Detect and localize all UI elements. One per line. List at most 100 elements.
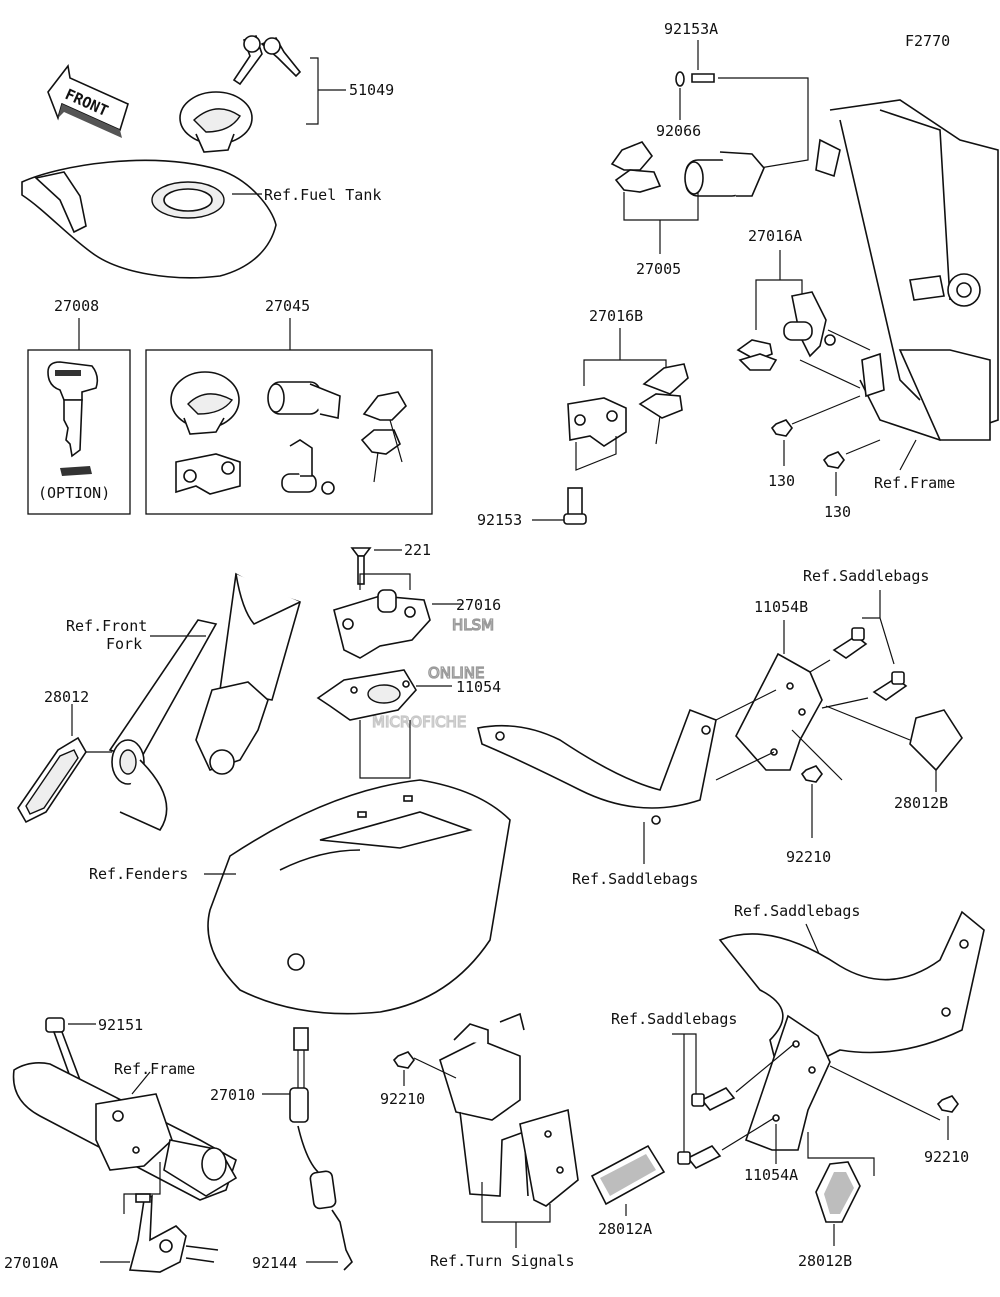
front-fork-illustration (108, 572, 301, 832)
label-28012: 28012 (44, 688, 89, 706)
key-27008-icon (47, 361, 99, 476)
leader-11054A-2 (735, 1043, 795, 1093)
label-92210-mid: 92210 (380, 1090, 425, 1108)
box-27008 (27, 349, 131, 515)
washer-92066-icon (675, 71, 685, 87)
label-221: 221 (404, 541, 431, 559)
leader-27016B-2 (575, 436, 617, 471)
leader-11054B-3 (715, 751, 775, 781)
leader-27005 (623, 192, 699, 221)
leader-92210-top-2 (791, 729, 843, 781)
leader-11054A-3 (721, 1117, 775, 1151)
label-92210-top: 92210 (786, 848, 831, 866)
leader-27016B (583, 359, 667, 386)
leader-51049 (306, 57, 319, 125)
plate-11054-icon (316, 669, 417, 721)
label-92151: 92151 (98, 1016, 143, 1034)
label-27016A: 27016A (748, 227, 802, 245)
nut-130a-icon (770, 419, 793, 437)
leader-27016A (755, 279, 803, 330)
leader-saddlebags-top (862, 617, 895, 665)
leader-11054B-2 (715, 689, 777, 721)
lock-27016B-icon (567, 363, 689, 447)
label-130a: 130 (768, 472, 795, 490)
leader-11054-2 (359, 720, 411, 779)
label-ref-saddlebags-low: Ref.Saddlebags (734, 902, 860, 920)
nut-130b-icon (822, 451, 845, 469)
label-92153: 92153 (477, 511, 522, 529)
diagram-code: F2770 (905, 32, 950, 50)
nut-92210-right-icon (936, 1095, 959, 1113)
frame-left-illustration (12, 1062, 238, 1201)
bracket-11054A-icon (744, 1014, 831, 1151)
screw-92153-icon (563, 487, 587, 525)
leader-92153A-2 (718, 77, 809, 169)
box-27045 (145, 349, 433, 515)
label-27005: 27005 (636, 260, 681, 278)
leader-saddlebags-low (805, 923, 821, 957)
label-11054A: 11054A (744, 1166, 798, 1184)
label-ref-saddlebags-top: Ref.Saddlebags (803, 567, 929, 585)
label-27016: 27016 (456, 596, 501, 614)
label-11054B: 11054B (754, 598, 808, 616)
label-option: (OPTION) (38, 484, 110, 502)
leader-28012B-bottom (807, 1132, 875, 1176)
label-27008: 27008 (54, 297, 99, 315)
front-arrow-icon: FRONT (47, 64, 129, 138)
screw-221-icon (350, 547, 372, 585)
reflector-28012A-icon (590, 1144, 666, 1206)
label-ref-saddlebags-mid: Ref.Saddlebags (572, 870, 698, 888)
label-92153A: 92153A (664, 20, 718, 38)
label-ref-front-fork-1: Ref.Front (66, 617, 147, 635)
lock-27016-icon (333, 589, 431, 659)
bolts-saddlebags-top-icon (832, 627, 908, 701)
leader-130b-2 (845, 439, 881, 455)
switch-27010A-icon (128, 1193, 219, 1273)
label-ref-frame-left: Ref.Frame (114, 1060, 195, 1078)
saddlebag-stay-lower-illustration (718, 910, 985, 1082)
label-ref-front-fork-2: Fork (106, 635, 142, 653)
label-51049: 51049 (349, 81, 394, 99)
switch-27010-icon (289, 1027, 353, 1271)
leader-130a-2 (791, 395, 861, 425)
label-27010A: 27010A (4, 1254, 58, 1272)
label-28012B-top: 28012B (894, 794, 948, 812)
reflector-28012-icon (17, 736, 87, 824)
screw-92153A-icon (691, 73, 715, 83)
label-ref-frame-right: Ref.Frame (874, 474, 955, 492)
reflector-28012B-bottom-icon (815, 1161, 861, 1223)
label-27016B: 27016B (589, 307, 643, 325)
rear-fender-illustration (207, 779, 511, 1015)
bracket-11054B-icon (735, 652, 823, 771)
turn-signal-bracket-illustration (439, 1012, 579, 1207)
frame-illustration-right (815, 99, 999, 441)
fuel-tank-illustration (21, 34, 302, 279)
leader-92210-mid-2 (413, 1057, 457, 1079)
watermark: HLSM ONLINE MICROFICHE (371, 615, 494, 731)
label-11054: 11054 (456, 678, 501, 696)
label-130b: 130 (824, 503, 851, 521)
label-27045: 27045 (265, 297, 310, 315)
label-28012B-bottom: 28012B (798, 1252, 852, 1270)
nut-92210-mid-icon (392, 1051, 415, 1069)
leader-27016A-2 (827, 329, 871, 351)
leader-ref-frame-left (131, 1071, 151, 1095)
nut-92210-top-icon (800, 765, 823, 783)
leader-27016A-3 (799, 359, 861, 389)
reflector-28012B-top-icon (909, 709, 963, 772)
label-ref-fuel-tank: Ref.Fuel Tank (264, 186, 381, 204)
leader-221-2 (359, 573, 411, 590)
leader-92210-right (829, 1065, 941, 1121)
ignition-switch-27005-icon (610, 141, 765, 197)
leader-27010A-2 (123, 1162, 161, 1214)
label-27010: 27010 (210, 1086, 255, 1104)
leader-ref-frame-right (899, 439, 917, 471)
label-ref-saddlebags-low2: Ref.Saddlebags (611, 1010, 737, 1028)
watermark-line1: HLSM (452, 616, 494, 634)
label-ref-turn-signals: Ref.Turn Signals (430, 1252, 575, 1270)
leader-11054B-5 (821, 697, 869, 709)
label-ref-fenders: Ref.Fenders (89, 865, 188, 883)
label-92210-right: 92210 (924, 1148, 969, 1166)
lock-set-27045-icon (170, 371, 407, 495)
